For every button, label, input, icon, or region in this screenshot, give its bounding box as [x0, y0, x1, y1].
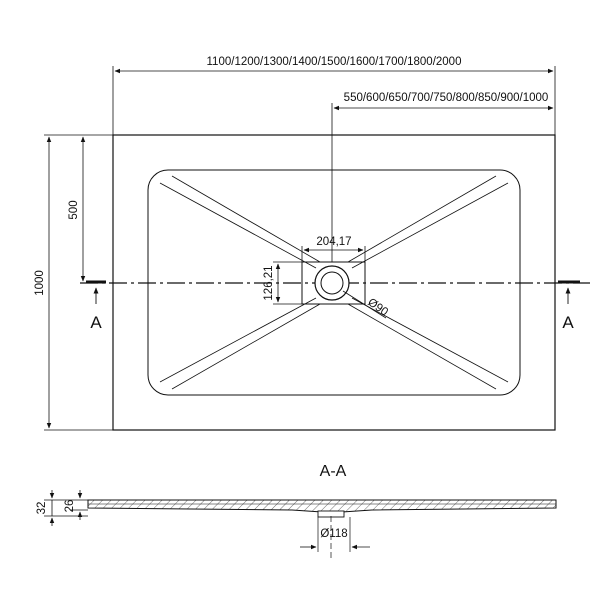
- half-depth-label: 500: [68, 200, 80, 219]
- tray-thickness-label: 26: [64, 500, 76, 513]
- outlet-diameter-dimension: Ø118: [300, 517, 370, 552]
- drain-box: [301, 261, 366, 305]
- drain-box-height-label: 126,21: [263, 265, 275, 300]
- depth-dimension: 1000: [34, 134, 113, 431]
- total-height-label: 32: [36, 502, 48, 515]
- drain-box-width-label: 204,17: [316, 236, 351, 248]
- section-marker-left-label: A: [90, 313, 102, 332]
- height-dimensions: 32 26: [36, 490, 88, 526]
- drain-box-height-dimension: 126,21: [263, 261, 302, 305]
- section-marker-right-label: A: [562, 313, 574, 332]
- half-depth-dimension: 500: [68, 136, 86, 282]
- depth-dim-label: 1000: [34, 270, 46, 296]
- section-marker-right: A: [558, 280, 580, 332]
- drain-offset-dimension: 550/600/650/700/750/800/850/900/1000: [331, 92, 554, 262]
- drain-box-width-dimension: 204,17: [301, 236, 366, 262]
- section-marker-left: A: [86, 280, 106, 332]
- section-view: A-A Ø118 32 26: [36, 463, 557, 560]
- top-view: 1100/1200/1300/1400/1500/1600/1700/1800/…: [34, 56, 590, 431]
- tray-profile: [87, 499, 557, 513]
- drain-offset-label: 550/600/650/700/750/800/850/900/1000: [344, 92, 549, 104]
- width-dim-label: 1100/1200/1300/1400/1500/1600/1700/1800/…: [207, 56, 462, 68]
- drain-inner-circle: [320, 271, 344, 295]
- width-dimension: 1100/1200/1300/1400/1500/1600/1700/1800/…: [112, 56, 556, 135]
- drain-diameter-label: Ø90: [365, 296, 390, 318]
- section-title: A-A: [320, 463, 347, 480]
- drain-outlet-label: Ø118: [320, 528, 347, 540]
- slope-lines: [159, 175, 509, 390]
